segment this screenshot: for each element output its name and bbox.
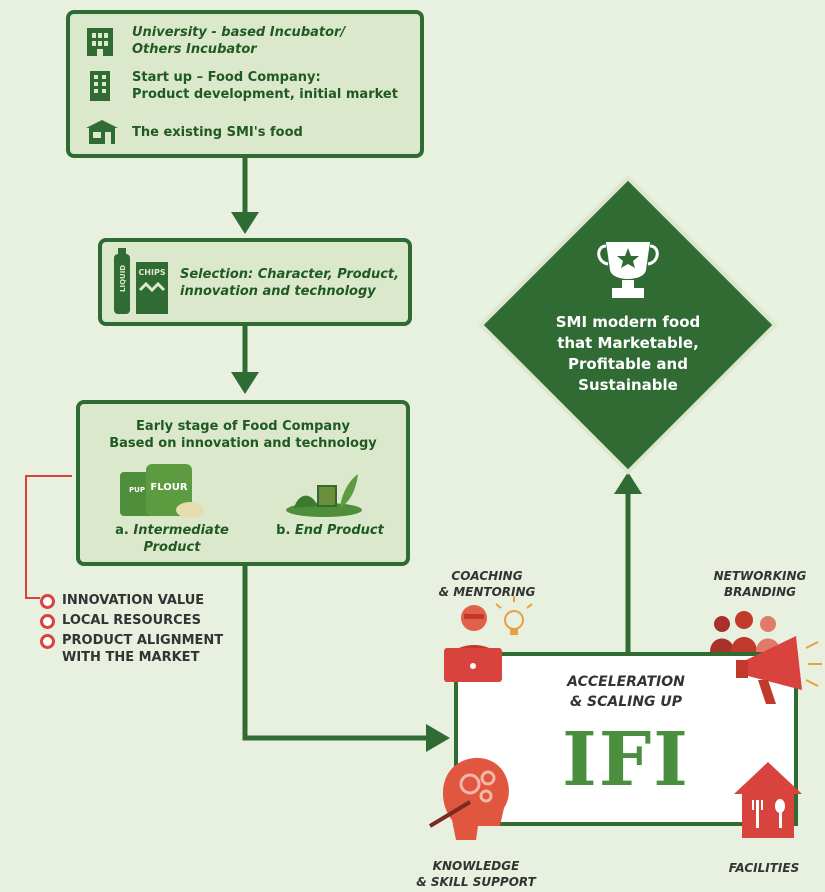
early-stage-box: Early stage of Food Company Based on inn… (76, 400, 410, 566)
incubator-box: University - based Incubator/ Others Inc… (66, 10, 424, 158)
connector-line (242, 566, 436, 741)
end-product-icon (286, 474, 362, 517)
red-bullet-icon (40, 614, 55, 629)
knowledge-skill-icon (428, 757, 509, 840)
selection-box: LIQUID CHIPS Selection: Character, Produ… (98, 238, 412, 326)
intermediate-product-label: a. Intermediate (102, 522, 242, 539)
red-list-text: PRODUCT ALIGNMENT (62, 633, 224, 648)
outcome-line: Profitable and (568, 355, 688, 373)
red-bullet-icon (40, 634, 55, 649)
ifi-box: ACCELERATION & SCALING UP IFI (454, 652, 798, 826)
facilities-label: FACILITIES (728, 861, 800, 875)
outcome-line: that Marketable, (557, 334, 699, 352)
sack-small-label: PUP (129, 486, 145, 494)
university-building-icon (87, 28, 113, 56)
red-list-text: LOCAL RESOURCES (62, 613, 201, 628)
coaching-mentoring-icon (444, 596, 533, 682)
networking-label: NETWORKING BRANDING (713, 569, 807, 599)
red-bullet-icon (40, 594, 55, 609)
shop-icon (86, 120, 118, 144)
red-list-text: INNOVATION VALUE (62, 593, 205, 608)
ifi-logo: IFI (562, 717, 690, 803)
end-product-label: b. End Product (276, 523, 384, 538)
bag-label: CHIPS (138, 268, 165, 277)
networking-branding-icon (710, 611, 822, 704)
coaching-label: COACHING & MENTORING (438, 569, 536, 599)
incubator-item: Start up – Food Company: Product develop… (84, 69, 398, 103)
bottle-label: LIQUID (119, 265, 127, 292)
arrow-down-icon (231, 212, 259, 234)
outcome-line: Sustainable (578, 376, 678, 394)
liquid-chips-icon: LIQUID CHIPS (114, 248, 168, 314)
intermediate-product-label-2: Product (143, 540, 201, 555)
item-line: The existing SMI's food (132, 124, 303, 140)
office-building-icon (90, 71, 110, 101)
facilities-icon (734, 762, 802, 838)
item-line: Product development, initial market (132, 87, 398, 102)
local-resources-item: LOCAL RESOURCES (40, 612, 201, 629)
item-line: University - based Incubator/ (132, 25, 346, 40)
item-line: Others Incubator (132, 42, 257, 57)
red-list-text: WITH THE MARKET (62, 650, 200, 665)
ifi-subtitle: & SCALING UP (569, 694, 683, 710)
incubator-item: University - based Incubator/ Others Inc… (84, 24, 345, 58)
arrow-down-icon (231, 372, 259, 394)
item-a-prefix: a. (115, 523, 134, 538)
red-bracket-line (25, 475, 72, 599)
trophy-icon (597, 242, 659, 298)
item-a-text: Intermediate (133, 523, 229, 538)
flour-sack-icon: PUP FLOUR (120, 464, 204, 518)
selection-line: innovation and technology (180, 284, 376, 299)
product-alignment-item: PRODUCT ALIGNMENT WITH THE MARKET (40, 632, 223, 666)
item-line: Start up – Food Company: (132, 70, 321, 85)
knowledge-label: KNOWLEDGE & SKILL SUPPORT (416, 859, 536, 889)
selection-line: Selection: Character, Product, (180, 267, 400, 282)
sack-label: FLOUR (150, 482, 187, 493)
arrow-up-icon (614, 472, 642, 494)
arrow-right-icon (426, 724, 450, 752)
early-stage-title: Early stage of Food Company (136, 419, 350, 434)
early-stage-title: Based on innovation and technology (109, 436, 377, 451)
innovation-value-item: INNOVATION VALUE (40, 592, 204, 609)
ifi-subtitle: ACCELERATION (567, 674, 685, 690)
outcome-text: SMI modern food that Marketable, Profita… (528, 312, 728, 396)
outcome-diamond (478, 175, 778, 475)
incubator-item: The existing SMI's food (84, 118, 303, 146)
outcome-line: SMI modern food (555, 313, 701, 331)
